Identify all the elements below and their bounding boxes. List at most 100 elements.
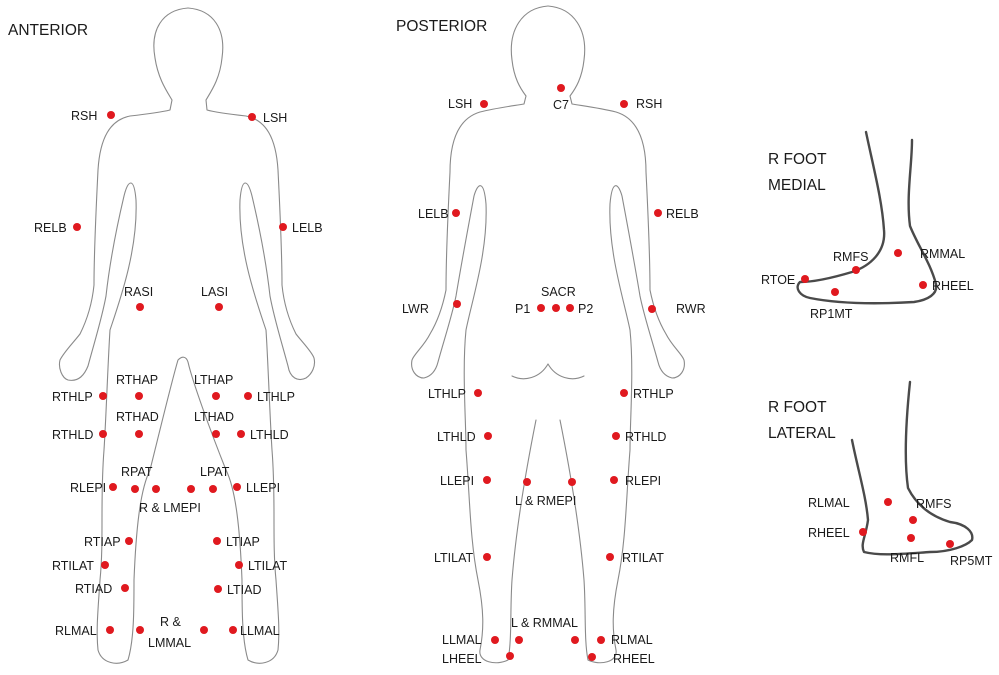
label-a-relb: RELB	[34, 221, 67, 235]
marker-dot-fm-rmmal	[894, 249, 902, 257]
marker-dot-p-rthlp	[620, 389, 628, 397]
posterior-buttocks-line	[512, 364, 584, 379]
foot-medial-markers: RMFS RMMAL RTOE RHEEL RP1MT	[761, 247, 974, 321]
marker-dot-a-lsh	[248, 113, 256, 121]
marker-dot-a-ltilat	[235, 561, 243, 569]
marker-dot-a-rthlp	[99, 392, 107, 400]
marker-dot-p-rthld	[612, 432, 620, 440]
label-p-rwr: RWR	[676, 302, 706, 316]
marker-dot-a-rthad	[135, 430, 143, 438]
label-p-relb: RELB	[666, 207, 699, 221]
posterior-arm-inner-left	[438, 186, 486, 450]
label-p-lsh: LSH	[448, 97, 472, 111]
label-a-rthap: RTHAP	[116, 373, 158, 387]
label-p-ltilat: LTILAT	[434, 551, 473, 565]
label-fl-rmfs: RMFS	[916, 497, 951, 511]
label-a-ltiap: LTIAP	[226, 535, 260, 549]
foot-medial-title-line-1: R FOOT	[768, 151, 827, 168]
marker-dot-a-rlmal	[106, 626, 114, 634]
marker-dot-a-rmepi	[152, 485, 160, 493]
marker-dot-fl-rmfl	[907, 534, 915, 542]
marker-dot-p-lthlp	[474, 389, 482, 397]
marker-dot-p-lheel	[506, 652, 514, 660]
label-p-lthld: LTHLD	[437, 430, 476, 444]
label-a-rasi: RASI	[124, 285, 153, 299]
marker-dot-p-lsh	[480, 100, 488, 108]
marker-dot-p-rlmal	[597, 636, 605, 644]
label-p-lelb: LELB	[418, 207, 449, 221]
marker-dot-p-p2	[566, 304, 574, 312]
label-a-llmal: LLMAL	[240, 624, 280, 638]
label-fm-rp1mt: RP1MT	[810, 307, 853, 321]
posterior-title: POSTERIOR	[396, 18, 487, 35]
foot-lateral-shape	[852, 382, 972, 554]
marker-dot-a-lasi	[215, 303, 223, 311]
label-a-rtiad: RTIAD	[75, 582, 112, 596]
label-p-rlmal: RLMAL	[611, 633, 653, 647]
label-a-lthap: LTHAP	[194, 373, 233, 387]
label-a-lthld: LTHLD	[250, 428, 289, 442]
anterior-head-left	[59, 8, 188, 380]
marker-dot-a-rtilat	[101, 561, 109, 569]
marker-dot-p-ltilat	[483, 553, 491, 561]
marker-dot-p-lmepi	[523, 478, 531, 486]
label-a-rsh: RSH	[71, 109, 97, 123]
marker-dot-a-rthap	[135, 392, 143, 400]
label-p-c7: C7	[553, 98, 569, 112]
marker-dot-fl-rlmal	[884, 498, 892, 506]
marker-dot-fm-rtoe	[801, 275, 809, 283]
label-fm-rmmal: RMMAL	[920, 247, 965, 261]
marker-dot-a-rasi	[136, 303, 144, 311]
label-a-lthlp: LTHLP	[257, 390, 295, 404]
label-fm-rtoe: RTOE	[761, 273, 795, 287]
marker-dot-a-rpat	[131, 485, 139, 493]
label-p-rtilat: RTILAT	[622, 551, 664, 565]
posterior-head-outline	[548, 6, 684, 378]
marker-dot-p-lmmal	[515, 636, 523, 644]
label-p-lrmmal: L & RMMAL	[511, 616, 578, 630]
marker-dot-p-rsh	[620, 100, 628, 108]
marker-dot-p-rlepi	[610, 476, 618, 484]
label-a-lasi: LASI	[201, 285, 228, 299]
foot-lateral-title-line-2: LATERAL	[768, 425, 836, 442]
marker-dot-a-lelb	[279, 223, 287, 231]
label-p-lthlp: LTHLP	[428, 387, 466, 401]
label-a-rlmal: RLMAL	[55, 624, 97, 638]
label-fm-rmfs: RMFS	[833, 250, 868, 264]
label-a-rlepi: RLEPI	[70, 481, 106, 495]
foot-lateral-title-line-1: R FOOT	[768, 399, 827, 416]
label-p-sacr: SACR	[541, 285, 576, 299]
anterior-title: ANTERIOR	[8, 22, 88, 39]
label-a-rlmmal-line-2: LMMAL	[148, 636, 191, 650]
marker-dot-p-lthld	[484, 432, 492, 440]
label-p-rthld: RTHLD	[625, 430, 666, 444]
marker-dot-a-relb	[73, 223, 81, 231]
label-p-llepi: LLEPI	[440, 474, 474, 488]
marker-dot-fl-rheel	[859, 528, 867, 536]
label-a-rtiap: RTIAP	[84, 535, 121, 549]
marker-dot-a-lthad	[212, 430, 220, 438]
marker-dot-p-rheel	[588, 653, 596, 661]
label-a-llepi: LLEPI	[246, 481, 280, 495]
marker-dot-fl-rmfs	[909, 516, 917, 524]
marker-dot-p-lwr	[453, 300, 461, 308]
marker-dot-fm-rmfs	[852, 266, 860, 274]
foot-medial-title-line-2: MEDIAL	[768, 177, 826, 194]
posterior-head-left	[412, 6, 548, 378]
foot-lateral-outline	[852, 382, 972, 554]
label-p-llmal: LLMAL	[442, 633, 482, 647]
label-fl-rlmal: RLMAL	[808, 496, 850, 510]
label-a-rtilat: RTILAT	[52, 559, 94, 573]
marker-dot-a-lthlp	[244, 392, 252, 400]
label-a-rthad: RTHAD	[116, 410, 159, 424]
label-p-lheel: LHEEL	[442, 652, 482, 666]
label-a-rthld: RTHLD	[52, 428, 93, 442]
label-a-ltiad: LTIAD	[227, 583, 262, 597]
label-a-rlmmal-line-1: R &	[160, 615, 182, 629]
label-p-p1: P1	[515, 302, 530, 316]
marker-dot-a-llepi	[233, 483, 241, 491]
marker-dot-a-rsh	[107, 111, 115, 119]
marker-dot-a-rmmal	[136, 626, 144, 634]
marker-dot-p-llmal	[491, 636, 499, 644]
